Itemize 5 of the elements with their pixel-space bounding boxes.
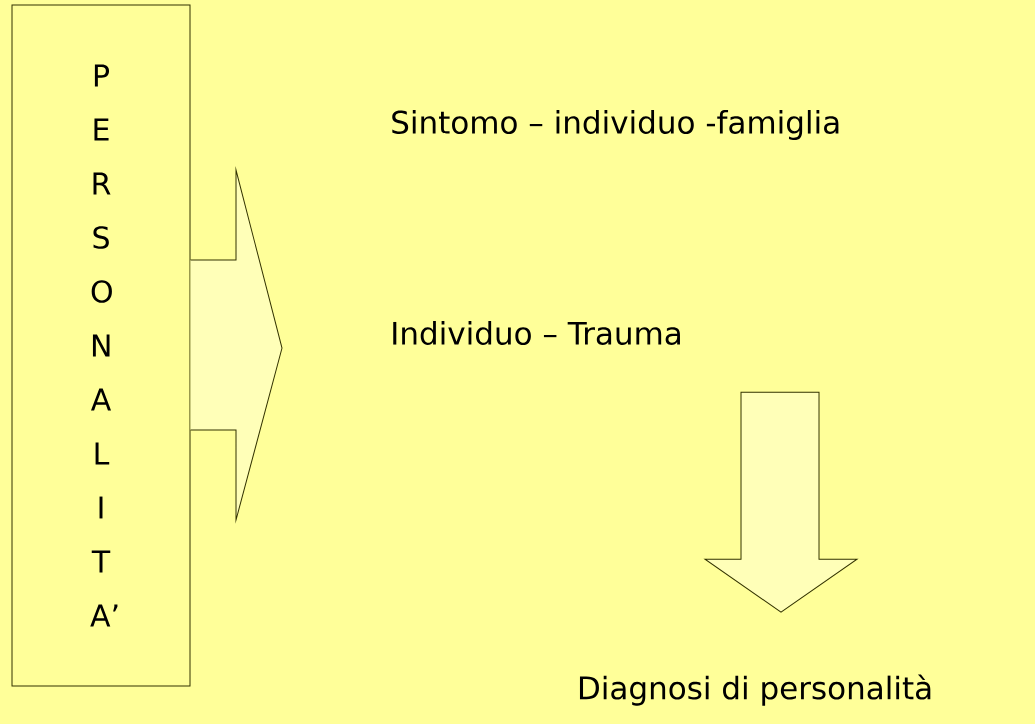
text-label: Diagnosi di personalità — [579, 674, 931, 706]
block-arrow — [704, 391, 858, 613]
vertical-text-box: P E R S O N A L I T A’ — [11, 4, 191, 687]
text-label: Sintomo – individuo -famiglia — [392, 110, 839, 140]
text-label: Individuo – Trauma — [393, 321, 680, 345]
